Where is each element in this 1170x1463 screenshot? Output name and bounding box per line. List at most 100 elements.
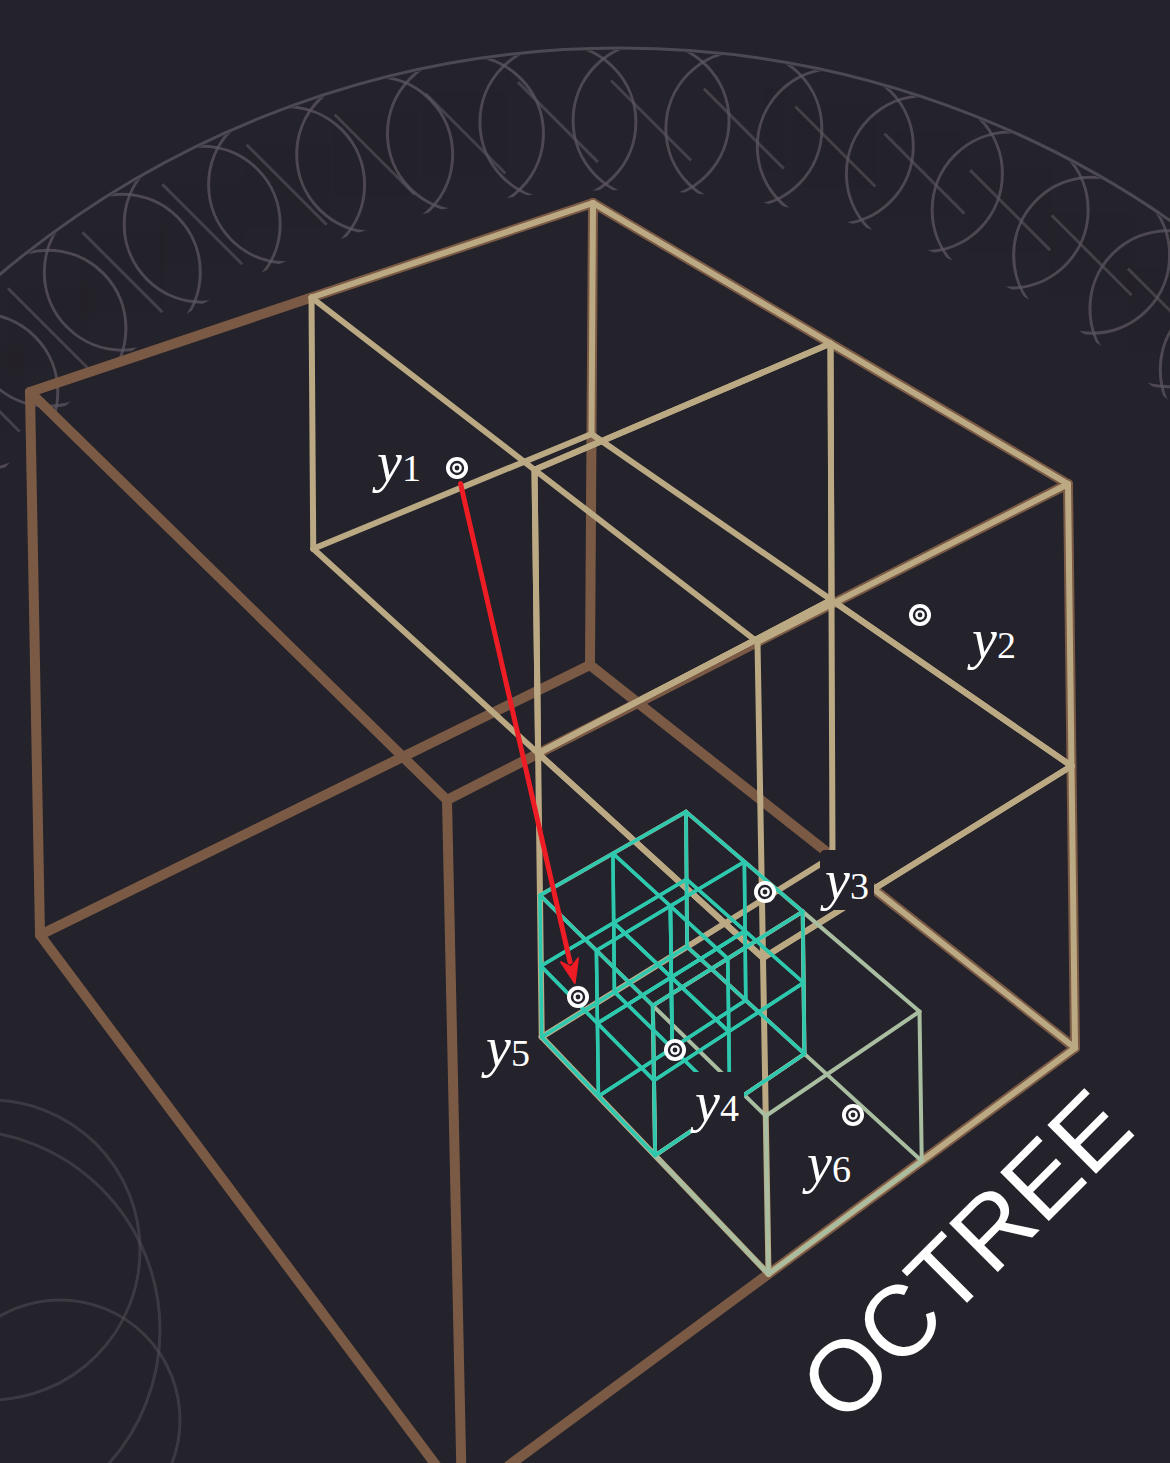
point-ring bbox=[759, 886, 771, 898]
level3-cube-edge bbox=[672, 1000, 746, 1048]
level3-cube-edge bbox=[613, 853, 670, 906]
root-cube-edge bbox=[30, 392, 40, 935]
sphere-pattern bbox=[704, 89, 784, 169]
level3-cube-edge bbox=[613, 812, 686, 854]
level3-cube-edge bbox=[687, 879, 746, 931]
point-ring bbox=[572, 991, 584, 1003]
level3-cube-edge bbox=[743, 931, 747, 1000]
point-center bbox=[673, 1048, 678, 1053]
level1-cube-edge bbox=[758, 642, 764, 958]
level3-cube-edge bbox=[686, 812, 744, 862]
level1-cube bbox=[312, 203, 1076, 1274]
level3-cube-edge bbox=[653, 1006, 654, 1081]
point-marker bbox=[566, 985, 590, 1009]
level3-cube-edge bbox=[597, 977, 671, 1023]
point-label: y4 bbox=[690, 1072, 744, 1132]
arrow-line bbox=[461, 484, 570, 962]
sphere-pattern bbox=[335, 114, 415, 194]
sphere-pattern bbox=[970, 170, 1050, 250]
point-disk bbox=[909, 604, 931, 626]
level3-cube-edge bbox=[743, 862, 747, 931]
background-arc bbox=[0, 1130, 160, 1463]
root-cube-edge bbox=[590, 203, 593, 665]
point-disk bbox=[446, 457, 468, 479]
level1-cube-edge bbox=[538, 600, 831, 753]
point-ring bbox=[451, 462, 463, 474]
point-marker bbox=[663, 1038, 687, 1062]
level3-cube-edge bbox=[614, 923, 672, 977]
level3-cube-edge bbox=[597, 1023, 598, 1096]
level3-cube-edge bbox=[669, 977, 673, 1048]
level3-cube-edge bbox=[614, 947, 687, 992]
level3-cube-edge bbox=[746, 1000, 805, 1054]
level3-cube-edge bbox=[671, 977, 729, 1031]
level3-cube-edge bbox=[614, 923, 672, 977]
background-sphere-edge bbox=[0, 48, 1170, 1463]
level1-cube-edge bbox=[763, 766, 1072, 958]
sphere-pattern bbox=[425, 94, 505, 174]
point-node: y5 bbox=[566, 985, 590, 1009]
point-center bbox=[918, 613, 923, 618]
level3-cube-edge bbox=[684, 812, 688, 880]
level3-cube-edge bbox=[597, 1023, 654, 1080]
level1-cube-edge bbox=[535, 470, 758, 642]
point-label: y2 bbox=[967, 609, 1021, 669]
level2-cube-edge bbox=[540, 895, 542, 1037]
root-cube-edge bbox=[1068, 484, 1075, 1048]
background-sphere bbox=[0, 43, 1170, 1057]
level3-cube-edge bbox=[612, 923, 616, 992]
point-ring bbox=[914, 609, 926, 621]
level3-cube-edge bbox=[743, 931, 747, 1000]
level3-cube-edge bbox=[669, 977, 673, 1048]
level1-cube-edge bbox=[1072, 766, 1076, 1048]
point-ring bbox=[847, 1109, 859, 1121]
point-disk bbox=[842, 1104, 864, 1126]
level3-cube-edge bbox=[597, 1023, 654, 1080]
level3-cube-edge bbox=[671, 977, 729, 1031]
level3-cube-edge bbox=[729, 983, 804, 1032]
point-label: y3 bbox=[820, 850, 874, 910]
sphere-pattern bbox=[162, 184, 242, 264]
level3-cube-edge bbox=[687, 879, 746, 931]
level3-cube-edge bbox=[802, 983, 806, 1054]
level3-cube-edge bbox=[539, 966, 543, 1037]
sphere-pattern bbox=[795, 106, 875, 186]
sphere-pattern bbox=[884, 134, 964, 214]
sphere-pattern bbox=[757, 68, 913, 224]
level2-cube-edge bbox=[920, 1012, 922, 1162]
sphere-pattern bbox=[480, 44, 636, 200]
point-disk bbox=[664, 1039, 686, 1061]
level3-cube-edge bbox=[596, 950, 652, 1005]
level2-cube-edge bbox=[653, 1006, 655, 1156]
point-node: y4 bbox=[663, 1038, 687, 1062]
level2-cube-edge bbox=[766, 1116, 769, 1274]
sphere-pattern bbox=[573, 43, 729, 199]
level1-cube-edge bbox=[1068, 484, 1072, 766]
sphere-pattern bbox=[1160, 292, 1170, 448]
level3-cube-edge bbox=[598, 1048, 672, 1096]
level3-cube-edge bbox=[671, 977, 729, 1031]
root-cube-edge bbox=[40, 665, 590, 935]
point-ring bbox=[669, 1044, 681, 1056]
level3-cube-edge bbox=[596, 950, 597, 1023]
level1-cube-edge bbox=[312, 203, 594, 298]
sphere-pattern bbox=[82, 232, 162, 312]
level1-cube-edge bbox=[538, 753, 763, 958]
point-center bbox=[763, 890, 768, 895]
level3-cube-edge bbox=[669, 977, 673, 1048]
root-cube-edge bbox=[40, 935, 462, 1463]
level3-cube-edge bbox=[745, 931, 804, 983]
level1-cube-edge bbox=[542, 857, 833, 1038]
level1-cube-edge bbox=[538, 600, 831, 753]
level1-cube-edge bbox=[313, 434, 591, 549]
level1-cube-edge bbox=[831, 344, 832, 601]
level2-cube-edge bbox=[803, 912, 805, 1054]
level3-cube-edge bbox=[670, 906, 727, 959]
sphere-pattern bbox=[518, 82, 598, 162]
level3-cube-edge bbox=[745, 931, 804, 983]
level1-cube-edge bbox=[832, 600, 1072, 766]
level2-cube-edge bbox=[803, 912, 920, 1012]
sphere-pattern bbox=[611, 81, 691, 161]
